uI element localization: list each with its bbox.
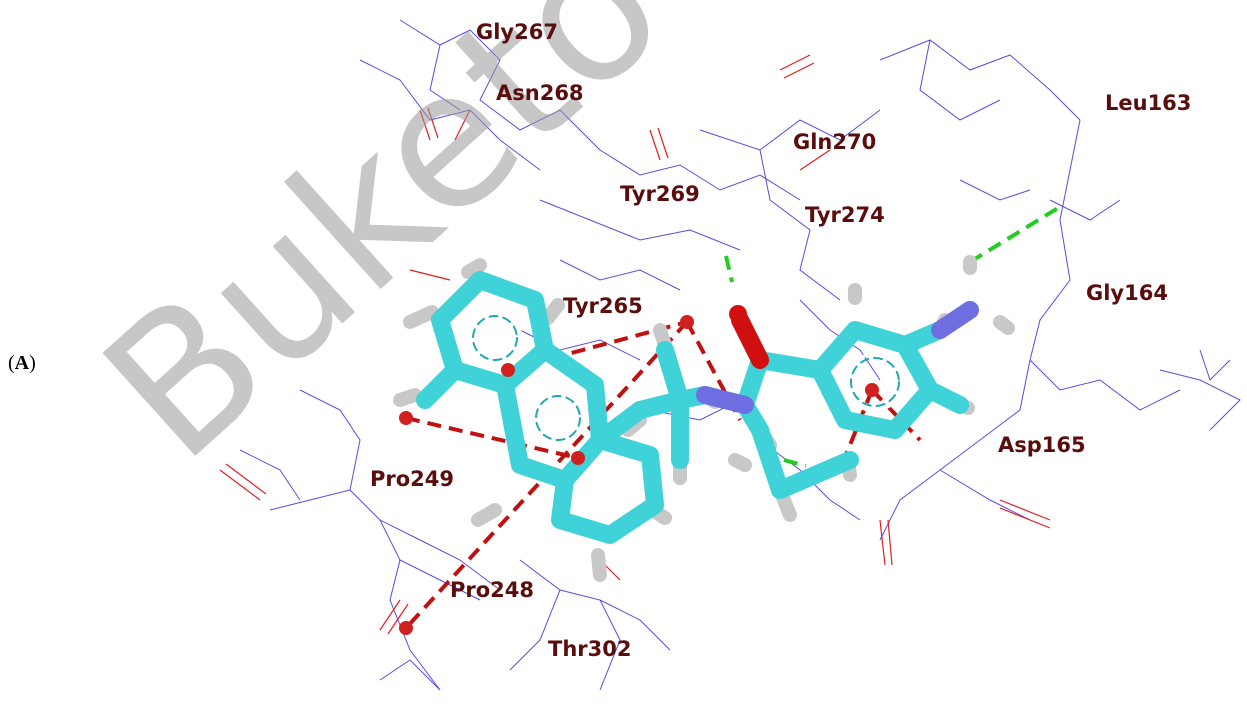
label-asp165: Asp165 bbox=[998, 433, 1086, 457]
oxygen-bonds bbox=[219, 54, 1051, 635]
label-asn268: Asn268 bbox=[496, 81, 584, 105]
panel-label: (A) bbox=[8, 352, 36, 374]
residue-labels: Gly267 Asn268 Leu163 Gln270 Tyr269 Tyr27… bbox=[370, 20, 1191, 661]
ligand-molecule bbox=[393, 255, 1015, 582]
label-gln270: Gln270 bbox=[793, 130, 876, 154]
label-pro249: Pro249 bbox=[370, 467, 454, 491]
label-gly267: Gly267 bbox=[476, 20, 558, 44]
label-thr302: Thr302 bbox=[548, 637, 631, 661]
pi-centroids bbox=[399, 315, 879, 635]
label-pro248: Pro248 bbox=[450, 578, 534, 602]
label-tyr274: Tyr274 bbox=[805, 203, 885, 227]
hydrogen-bond-lines bbox=[724, 206, 1060, 468]
label-tyr265: Tyr265 bbox=[563, 294, 643, 318]
label-tyr269: Tyr269 bbox=[620, 182, 700, 206]
label-leu163: Leu163 bbox=[1105, 91, 1191, 115]
label-gly164: Gly164 bbox=[1086, 281, 1168, 305]
